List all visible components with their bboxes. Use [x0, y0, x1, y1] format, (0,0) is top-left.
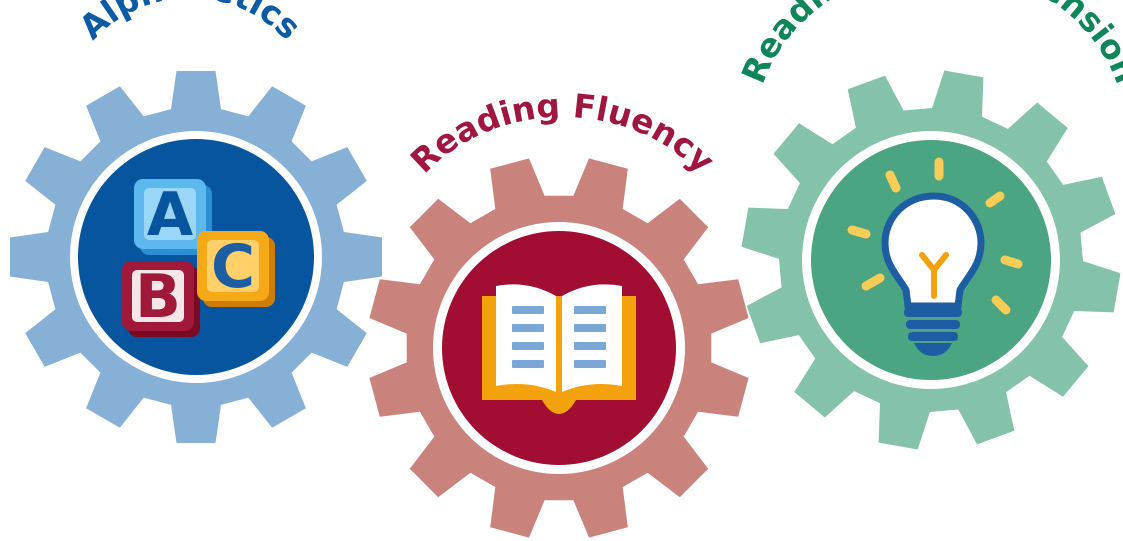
lightbulb-icon: [847, 157, 1023, 356]
fluency-label: Reading Fluency: [403, 86, 723, 181]
light-rays: [847, 157, 1023, 315]
comprehension-gear: Reading Comprehension: [734, 0, 1123, 450]
open-book-icon: [482, 284, 636, 414]
abc-blocks-icon: A B C: [122, 179, 275, 337]
letter-block-c: C: [197, 231, 275, 307]
letter-block-a: A: [134, 179, 212, 255]
comprehension-label: Reading Comprehension: [734, 0, 1123, 89]
letter-block-b: B: [122, 261, 200, 337]
book-text-lines: [512, 306, 606, 368]
block-letter-c: C: [211, 232, 255, 302]
alphabetics-gear: A B C Alphabetics: [10, 0, 382, 443]
alphabetics-label: Alphabetics: [72, 0, 309, 47]
block-letter-a: A: [147, 180, 194, 250]
fluency-gear: Reading Fluency: [369, 86, 749, 538]
bulb-base: [904, 308, 962, 356]
block-letter-b: B: [135, 262, 181, 332]
alphabetics-gear-core: [78, 139, 314, 375]
